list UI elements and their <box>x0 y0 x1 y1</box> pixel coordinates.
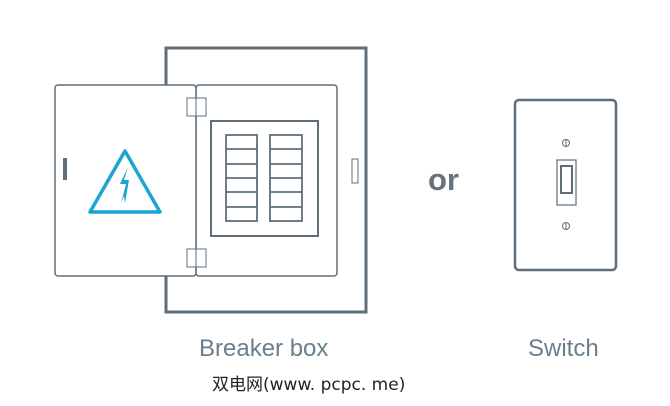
high-voltage-warning-icon <box>88 149 162 214</box>
screw-bottom <box>562 222 570 230</box>
breaker-box-icon <box>54 46 368 314</box>
breaker-switches-left <box>225 134 258 222</box>
or-label: or <box>428 162 459 197</box>
watermark: 双电网(www. pcpc. me) <box>212 375 406 395</box>
door-handle <box>63 158 67 180</box>
breaker-panel <box>195 84 338 277</box>
switch-plate <box>513 98 618 272</box>
breaker-inner-panel <box>210 120 319 237</box>
toggle-housing <box>556 159 577 206</box>
light-switch-icon <box>513 98 618 272</box>
screw-top <box>562 139 570 147</box>
breaker-box-label: Breaker box <box>199 335 329 362</box>
switch-label: Switch <box>528 335 599 362</box>
latch <box>351 158 359 184</box>
breaker-switches-right <box>269 134 303 222</box>
toggle-lever <box>560 165 573 194</box>
